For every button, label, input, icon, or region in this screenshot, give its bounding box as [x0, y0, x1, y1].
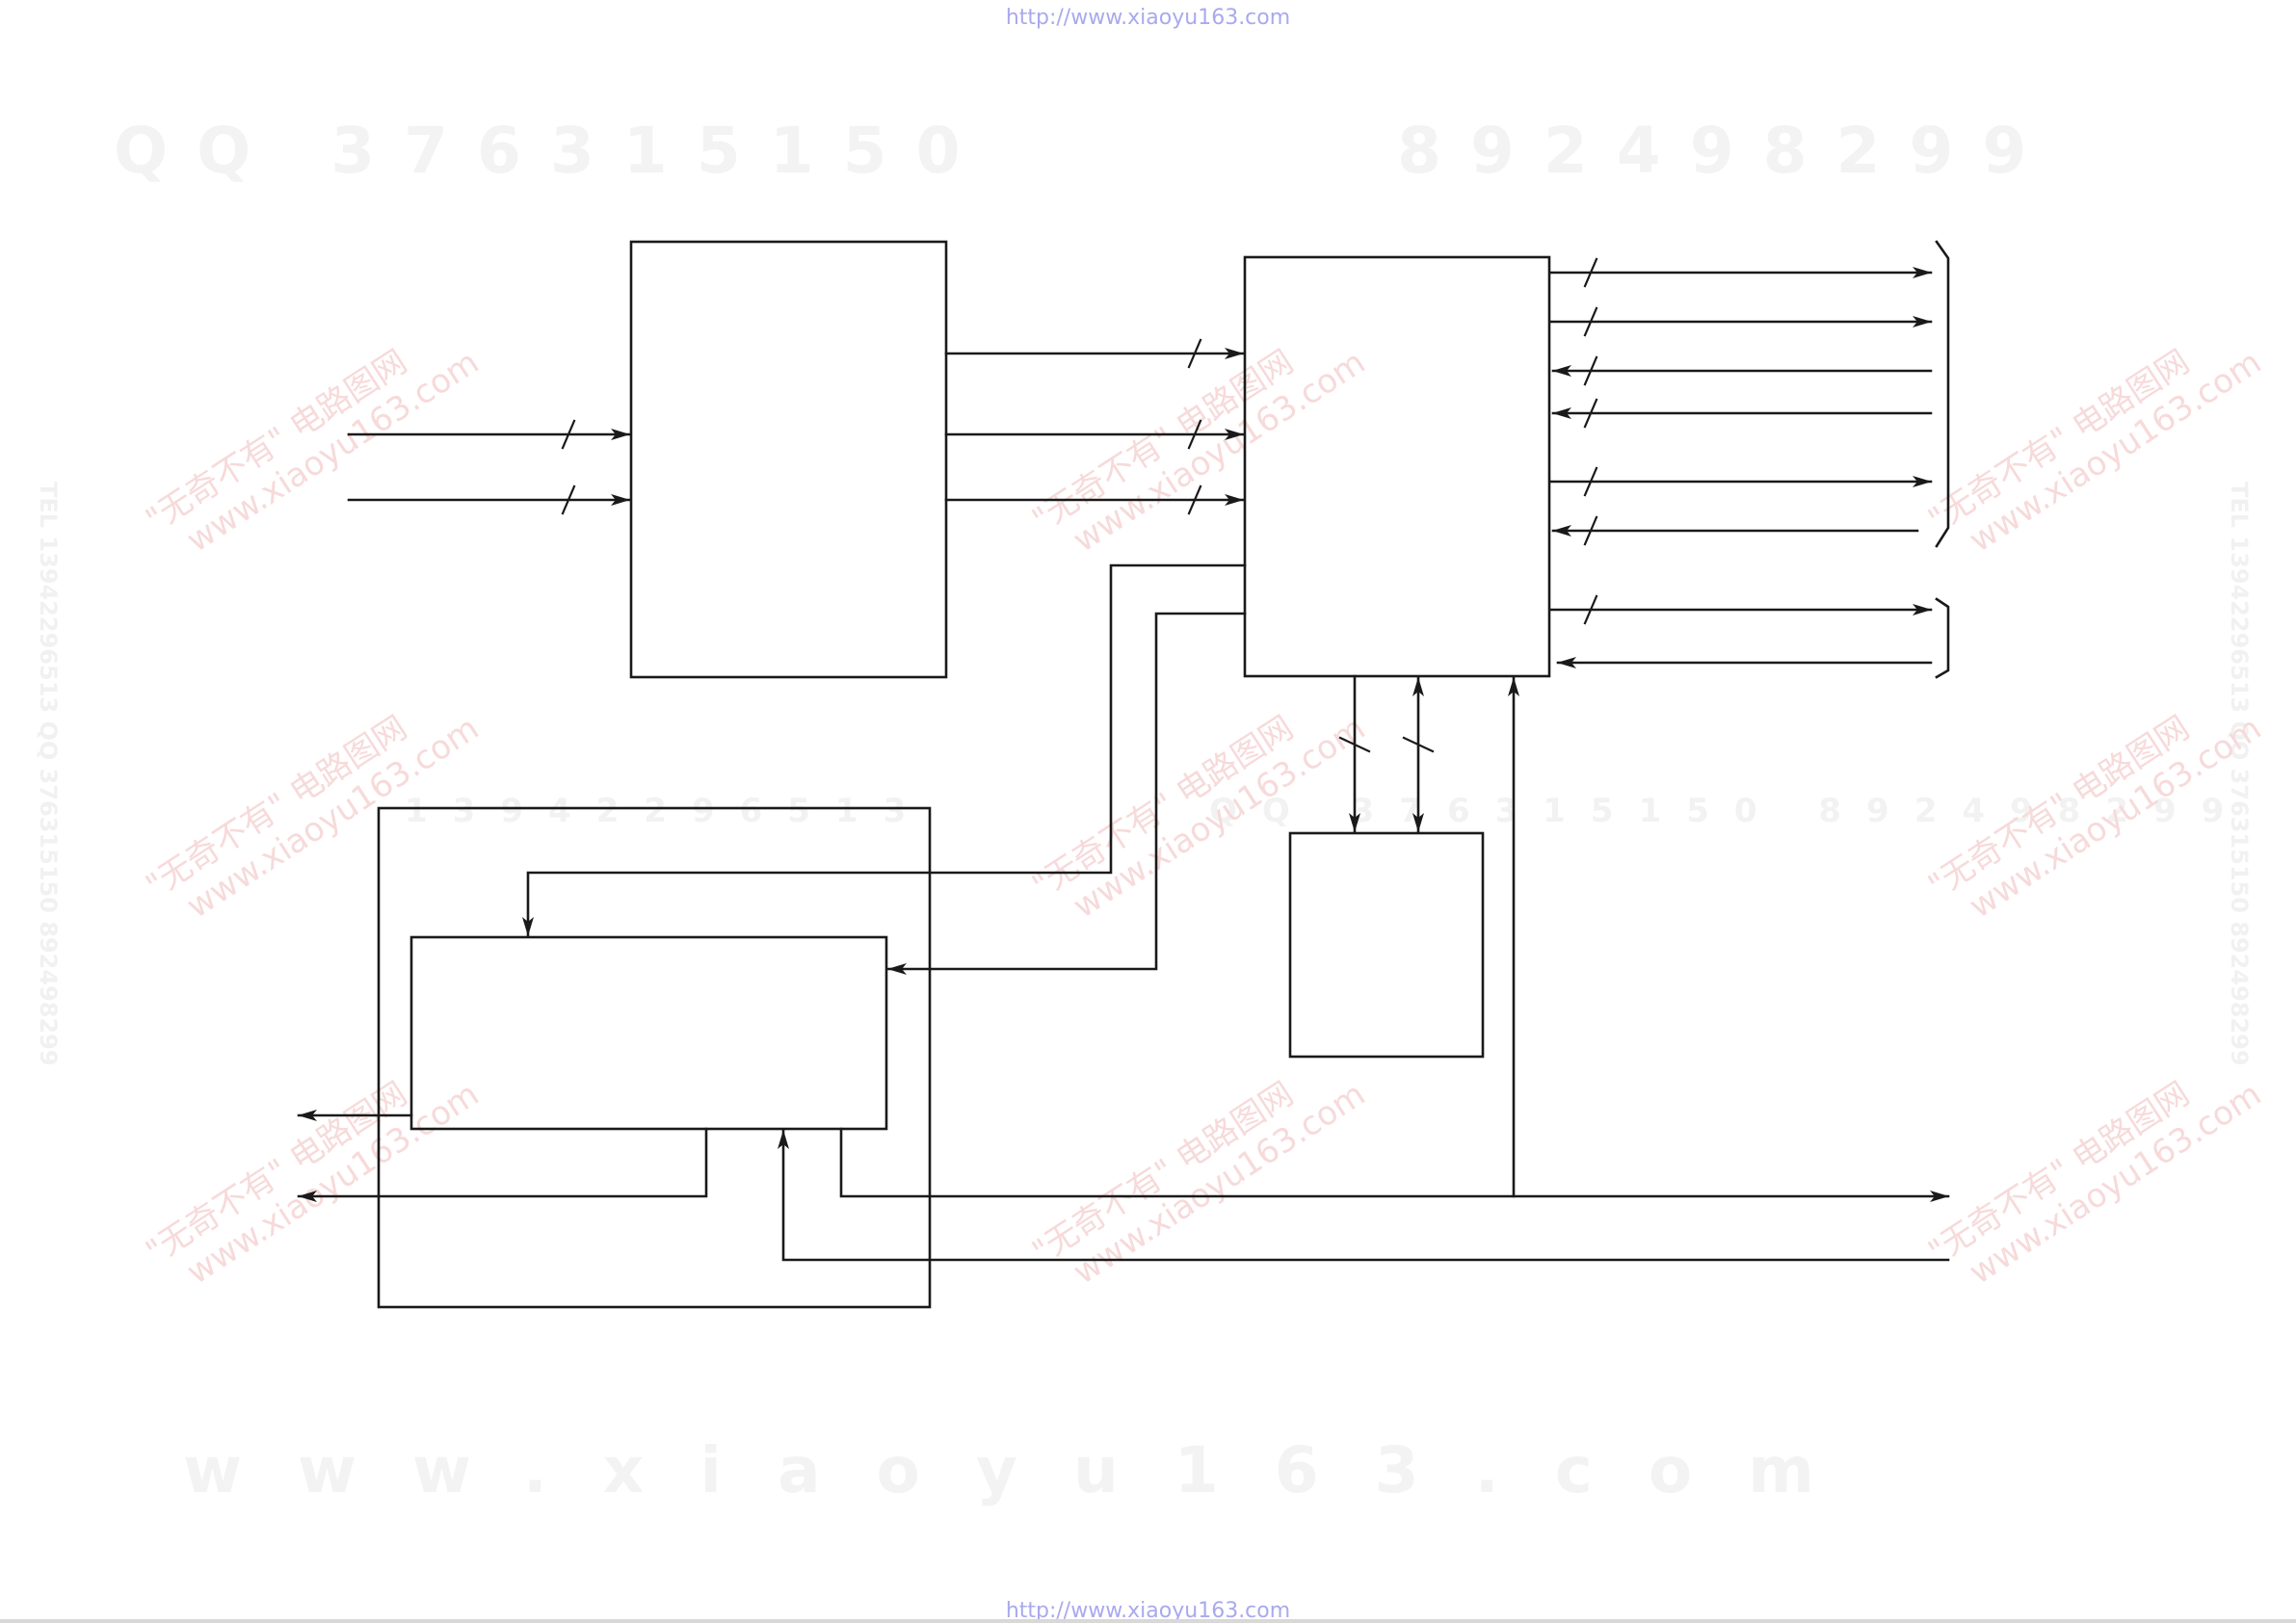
header-url[interactable]: http://www.xiaoyu163.com [1005, 6, 1291, 30]
brace-top [1935, 240, 1950, 548]
watermark-qq: QQ 376315150 [114, 114, 990, 188]
main-processor-block [1243, 255, 1551, 678]
module-inner-block [409, 935, 888, 1131]
brace-bottom [1935, 597, 1950, 679]
control-line-2 [886, 612, 1247, 975]
external-input [778, 1129, 1950, 1262]
input-block [629, 240, 948, 679]
control-line-1 [522, 563, 1247, 937]
watermark-mid-left: 13942296513 [405, 792, 932, 830]
module-output-2 [297, 1127, 708, 1202]
module-output-3 [839, 1127, 1950, 1202]
memory-block [1288, 831, 1485, 1059]
module-outer-block [377, 806, 932, 1309]
footer-url[interactable]: http://www.xiaoyu163.com [1005, 1599, 1291, 1623]
watermark-tel: 892498299 [1397, 114, 2056, 188]
watermark-www: www.xiaoyu163.com [183, 1433, 1870, 1507]
bus-slashes [561, 257, 1598, 753]
bottom-divider [0, 1619, 2296, 1623]
